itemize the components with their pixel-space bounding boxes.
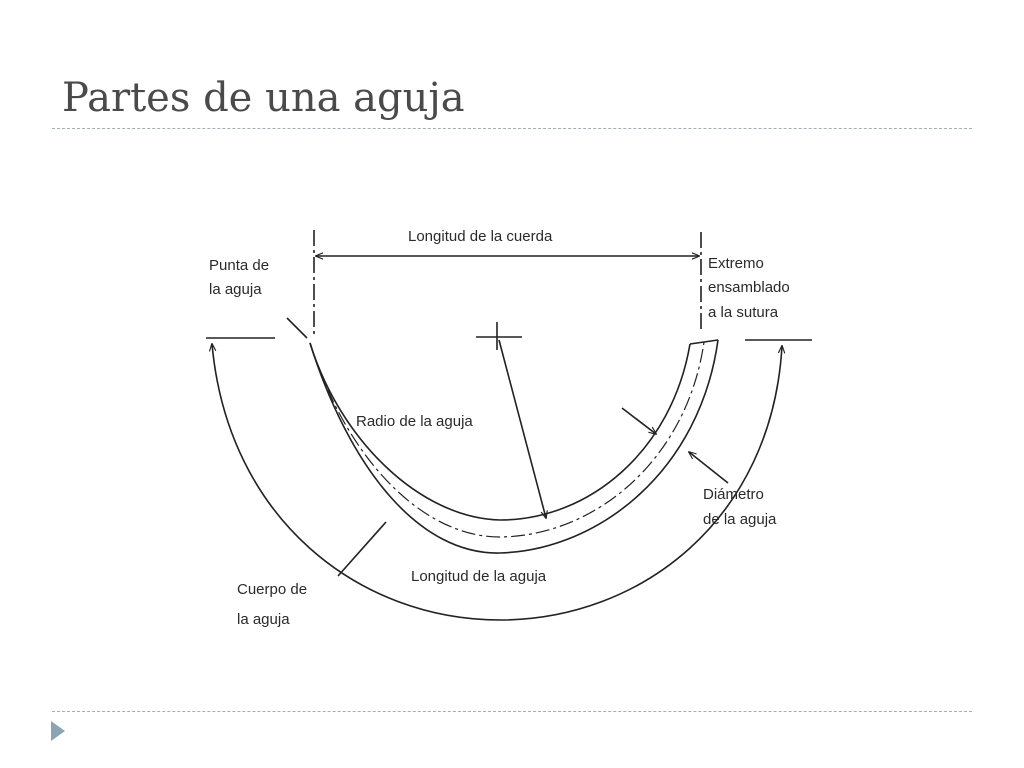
slide-title: Partes de una aguja [62,75,465,121]
label-diameter-2: de la aguja [703,511,777,528]
radius-arrow [498,339,546,518]
label-swage-1: Extremo [708,255,764,272]
label-point-2: la aguja [209,281,262,298]
label-point-1: Punta de [209,257,269,274]
footer-divider [52,711,972,712]
title-divider [52,128,972,129]
label-swage-3: a la sutura [708,304,779,321]
label-swage-2: ensamblado [708,279,790,296]
needle-point-tick [286,317,308,339]
label-body-1: Cuerpo de [237,581,307,598]
body-leader-line [337,521,387,577]
needle-inner-edge [309,342,691,521]
diameter-pointer-bottom [689,452,729,484]
needle-outer-edge [309,339,719,554]
label-body-2: la aguja [237,611,290,628]
needle-middle-line [309,341,705,538]
diameter-pointer-top [621,407,656,434]
bullet-triangle-icon [51,721,65,741]
label-diameter-1: Diámetro [703,486,764,503]
label-needle-length: Longitud de la aguja [411,568,547,585]
label-radius: Radio de la aguja [356,413,473,430]
label-chord-length: Longitud de la cuerda [408,228,553,245]
needle-length-arc [212,344,782,621]
